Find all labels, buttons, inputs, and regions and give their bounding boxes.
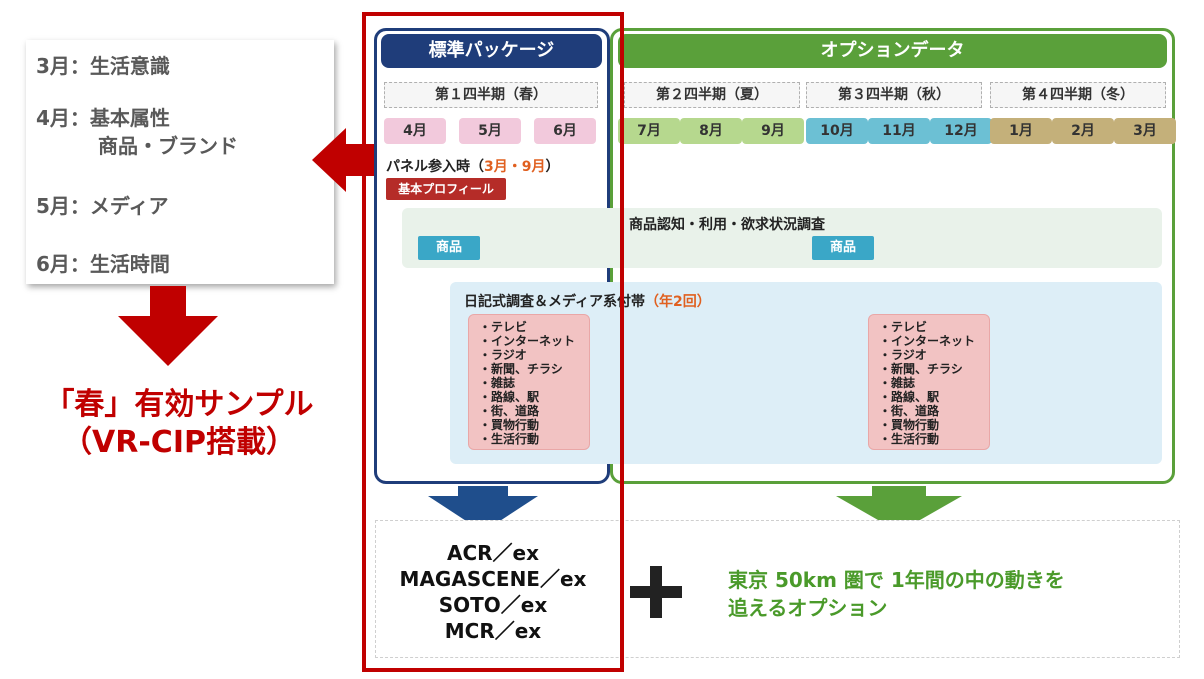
diary-survey-title: 日記式調査＆メディア系付帯（年2回） [464, 294, 711, 310]
media-item: ・路線、駅 [479, 390, 540, 404]
red-arrow-down-icon [118, 286, 218, 366]
month-june: 6月 [534, 118, 596, 144]
month-october: 10月 [806, 118, 868, 144]
quarter-4-label: 第４四半期（冬） [990, 82, 1166, 108]
quarter-1-label: 第１四半期（春） [384, 82, 598, 108]
option-data-header: オプションデータ [618, 34, 1167, 68]
spring-sample-subtitle: （VR-CIP搭載） [62, 425, 296, 460]
media-item: ・テレビ [479, 320, 528, 334]
product-survey-band [402, 208, 1162, 268]
output-product: ACR／ex [446, 541, 540, 565]
callout-item-april: 4月：基本属性 商品・ブランド [36, 106, 238, 158]
plus-icon [630, 566, 682, 618]
media-item: ・街、道路 [879, 404, 940, 418]
media-item: ・雑誌 [479, 376, 516, 390]
basic-profile-tag: 基本プロフィール [386, 178, 506, 200]
month-january: 1月 [990, 118, 1052, 144]
month-february: 2月 [1052, 118, 1114, 144]
standard-package-header: 標準パッケージ [381, 34, 602, 68]
quarter-2-label: 第２四半期（夏） [624, 82, 800, 108]
product-survey-title: 商品認知・利用・欲求状況調査 [629, 217, 825, 233]
media-item: ・雑誌 [879, 376, 916, 390]
month-july: 7月 [618, 118, 680, 144]
output-product: MAGASCENE／ex [399, 567, 587, 591]
green-arrow-down-icon [836, 486, 962, 532]
media-item: ・テレビ [879, 320, 928, 334]
callout-item-june: 6月：生活時間 [36, 252, 170, 276]
red-arrow-left-icon [312, 128, 384, 192]
output-box [375, 520, 1180, 658]
month-september: 9月 [742, 118, 804, 144]
media-item: ・ラジオ [879, 348, 927, 362]
month-august: 8月 [680, 118, 742, 144]
media-item: ・インターネット [479, 334, 576, 348]
month-may: 5月 [459, 118, 521, 144]
spring-sample-title: 「春」有効サンプル [44, 387, 314, 422]
media-item: ・生活行動 [479, 432, 540, 446]
media-item: ・新聞、チラシ [879, 362, 963, 376]
media-item: ・新聞、チラシ [479, 362, 563, 376]
media-list-spring: ・テレビ ・インターネット ・ラジオ ・新聞、チラシ ・雑誌 ・路線、駅 ・街、… [468, 314, 590, 450]
media-list-autumn: ・テレビ ・インターネット ・ラジオ ・新聞、チラシ ・雑誌 ・路線、駅 ・街、… [868, 314, 990, 450]
month-april: 4月 [384, 118, 446, 144]
callout-item-march: 3月：生活意識 [36, 54, 170, 78]
output-product-list: ACR／ex MAGASCENE／ex SOTO／ex MCR／ex [378, 540, 608, 644]
product-tag-spring: 商品 [418, 236, 480, 260]
month-march: 3月 [1114, 118, 1176, 144]
media-item: ・ラジオ [479, 348, 527, 362]
media-item: ・生活行動 [879, 432, 940, 446]
media-item: ・インターネット [879, 334, 976, 348]
blue-arrow-down-icon [428, 486, 538, 532]
media-item: ・街、道路 [479, 404, 540, 418]
output-product: SOTO／ex [438, 593, 548, 617]
left-callout-box: 3月：生活意識 4月：基本属性 商品・ブランド 5月：メディア 6月：生活時間 [26, 40, 334, 284]
quarter-3-label: 第３四半期（秋） [806, 82, 982, 108]
media-item: ・買物行動 [879, 418, 940, 432]
panel-entry-label: パネル参入時（3月・9月） [386, 159, 560, 175]
product-tag-autumn: 商品 [812, 236, 874, 260]
media-item: ・路線、駅 [879, 390, 940, 404]
option-note: 東京 50km 圏で 1年間の中の動きを 追えるオプション [728, 568, 1065, 620]
callout-item-may: 5月：メディア [36, 194, 169, 218]
month-november: 11月 [868, 118, 930, 144]
media-item: ・買物行動 [479, 418, 540, 432]
standard-package-highlight-frame [362, 12, 624, 672]
output-product: MCR／ex [444, 619, 542, 643]
month-december: 12月 [930, 118, 992, 144]
